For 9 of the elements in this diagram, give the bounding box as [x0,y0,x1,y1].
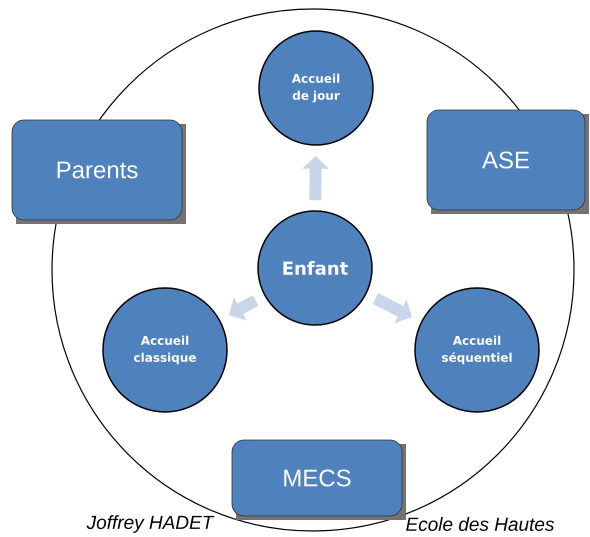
text-box: ASE [426,110,589,214]
circle-node: Accueil classique [102,287,228,413]
caption-text: Joffrey HADET [86,515,214,533]
caption-text: Ecole des Hautes [406,517,554,531]
text-box: MECS [232,440,406,520]
circle-node: Accueil séquentiel [414,287,540,413]
circle-node: Enfant [257,210,373,326]
circle-node: Accueil de jour [258,30,374,146]
text-box: Parents [12,120,186,224]
